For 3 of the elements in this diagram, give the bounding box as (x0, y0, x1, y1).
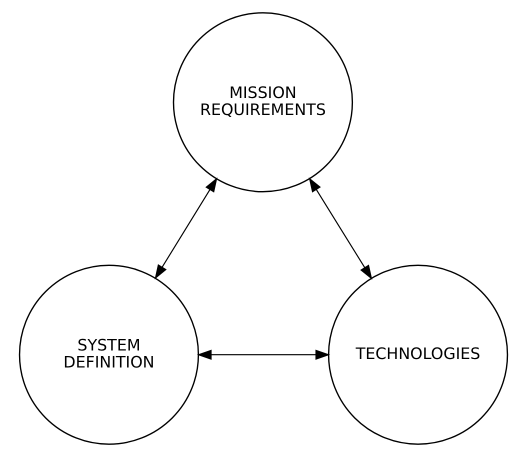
arrow (154, 177, 217, 280)
arrow (308, 177, 372, 280)
arrow (196, 350, 330, 360)
